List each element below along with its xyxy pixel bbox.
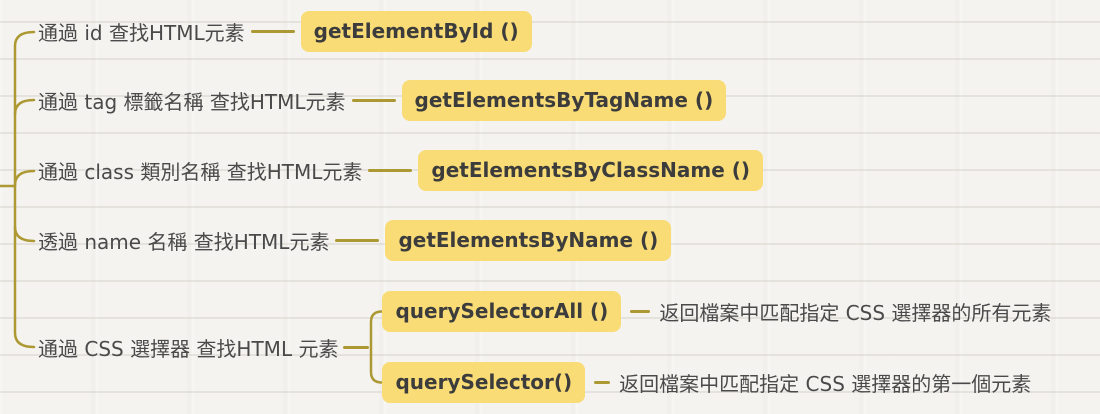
trunk-line [13,30,36,349]
branch-row-tag: 通過 tag 標籤名稱 查找HTML元素 getElementsByTagNam… [38,80,727,121]
branch-hook-2 [13,98,36,116]
connector-dash [335,239,380,242]
method-node-getelementsbyname[interactable]: getElementsByName () [385,220,672,261]
connector-dash [368,169,413,172]
connector-dash [630,310,651,313]
branch-hook-4 [13,225,36,243]
branch-label-id[interactable]: 通過 id 查找HTML元素 [38,21,245,45]
branch-row-class: 通過 class 類別名稱 查找HTML元素 getElementsByClas… [38,150,764,191]
branch-label-tag[interactable]: 通過 tag 標籤名稱 查找HTML元素 [38,90,346,114]
branch-label-name[interactable]: 透過 name 名稱 查找HTML元素 [38,230,330,254]
branch-label-class[interactable]: 通過 class 類別名稱 查找HTML元素 [38,160,363,184]
method-node-getelementbyid[interactable]: getElementById () [300,11,532,52]
fork-bracket-line [370,310,383,384]
branch-hook-3 [13,169,36,187]
connector-dash [594,381,611,384]
trunk-connector-lines [0,30,36,349]
branch-row-id: 通過 id 查找HTML元素 getElementById () [38,11,532,52]
method-node-queryselectorall[interactable]: querySelectorAll () [382,291,622,332]
branch-label-css-selector[interactable]: 通過 CSS 選擇器 查找HTML 元素 [38,336,339,361]
connector-dash [343,345,370,349]
description-queryselectorall[interactable]: 返回檔案中匹配指定 CSS 選擇器的所有元素 [659,301,1052,325]
connector-dash [351,99,396,102]
method-node-getelementsbyclassname[interactable]: getElementsByClassName () [418,150,764,191]
css-selector-children: querySelectorAll () 返回檔案中匹配指定 CSS 選擇器的所有… [382,291,1051,403]
branch-row-css-selector: 通過 CSS 選擇器 查找HTML 元素 querySelectorAll ()… [38,291,1051,403]
branch-row-name: 透過 name 名稱 查找HTML元素 getElementsByName () [38,220,672,261]
description-queryselector[interactable]: 返回檔案中匹配指定 CSS 選擇器的第一個元素 [619,372,1032,396]
method-node-queryselector[interactable]: querySelector() [382,362,586,403]
sub-row-queryselector: querySelector() 返回檔案中匹配指定 CSS 選擇器的第一個元素 [382,362,1051,403]
connector-dash [250,30,295,33]
method-node-getelementsbytagname[interactable]: getElementsByTagName () [401,80,727,121]
sub-row-queryselectorall: querySelectorAll () 返回檔案中匹配指定 CSS 選擇器的所有… [382,291,1051,332]
